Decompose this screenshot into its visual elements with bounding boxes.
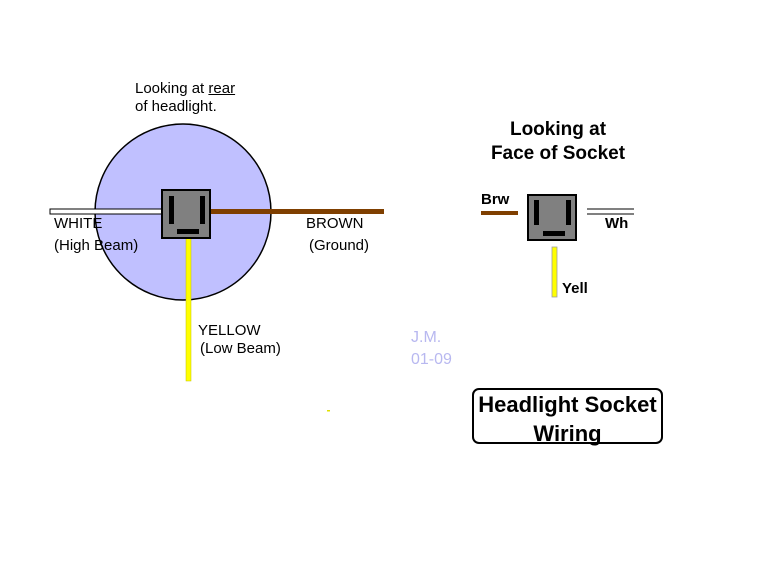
- yellow-wire-label: YELLOW (Low Beam): [198, 322, 281, 358]
- author-initials: J.M.: [411, 329, 442, 346]
- brown-wire-name: BROWN: [306, 215, 364, 232]
- face-view-caption: Looking at Face of Socket: [478, 118, 638, 166]
- rear-caption-line2: of headlight.: [135, 98, 217, 115]
- face-pin-right: [566, 200, 571, 225]
- yellow-wire-name: YELLOW: [198, 322, 261, 339]
- diagram-title-box: Headlight Socket Wiring: [472, 388, 663, 446]
- yellow-wire-function: (Low Beam): [200, 340, 281, 357]
- rear-view-caption: Looking at rear of headlight.: [135, 80, 235, 116]
- face-caption-line2: Face of Socket: [490, 143, 626, 164]
- face-yellow-label: Yell: [562, 280, 588, 297]
- socket-pin-ground: [200, 196, 205, 224]
- brown-wire: [209, 209, 384, 214]
- stray-mark: [327, 410, 330, 412]
- white-wire: [49, 208, 165, 215]
- white-wire-name: WHITE: [54, 215, 103, 232]
- yellow-wire: [185, 235, 192, 382]
- face-pin-bottom: [543, 231, 565, 236]
- brown-wire-function: (Ground): [309, 237, 370, 254]
- face-caption-line1: Looking at: [509, 119, 607, 140]
- face-white-label: Wh: [605, 215, 629, 232]
- face-socket: [527, 194, 577, 241]
- rear-socket: [161, 189, 211, 239]
- rear-caption-emphasis: rear: [208, 80, 236, 97]
- diagram-title-line2: Wiring: [533, 421, 602, 446]
- face-brown-wire: [481, 211, 518, 215]
- author-credit: J.M. 01-09: [411, 327, 452, 371]
- rear-caption-prefix: Looking at: [135, 80, 209, 97]
- socket-pin-low-beam: [177, 229, 199, 234]
- white-wire-label: WHITE (High Beam): [54, 215, 138, 255]
- author-date: 01-09: [411, 351, 452, 368]
- white-wire-function: (High Beam): [54, 237, 139, 254]
- diagram-title-line1: Headlight Socket: [478, 392, 657, 417]
- face-yellow-wire: [551, 246, 558, 298]
- socket-pin-high-beam: [169, 196, 174, 224]
- face-white-wire: [587, 208, 634, 215]
- face-brown-label: Brw: [481, 191, 510, 208]
- brown-wire-label: BROWN (Ground): [306, 215, 369, 255]
- face-pin-left: [534, 200, 539, 225]
